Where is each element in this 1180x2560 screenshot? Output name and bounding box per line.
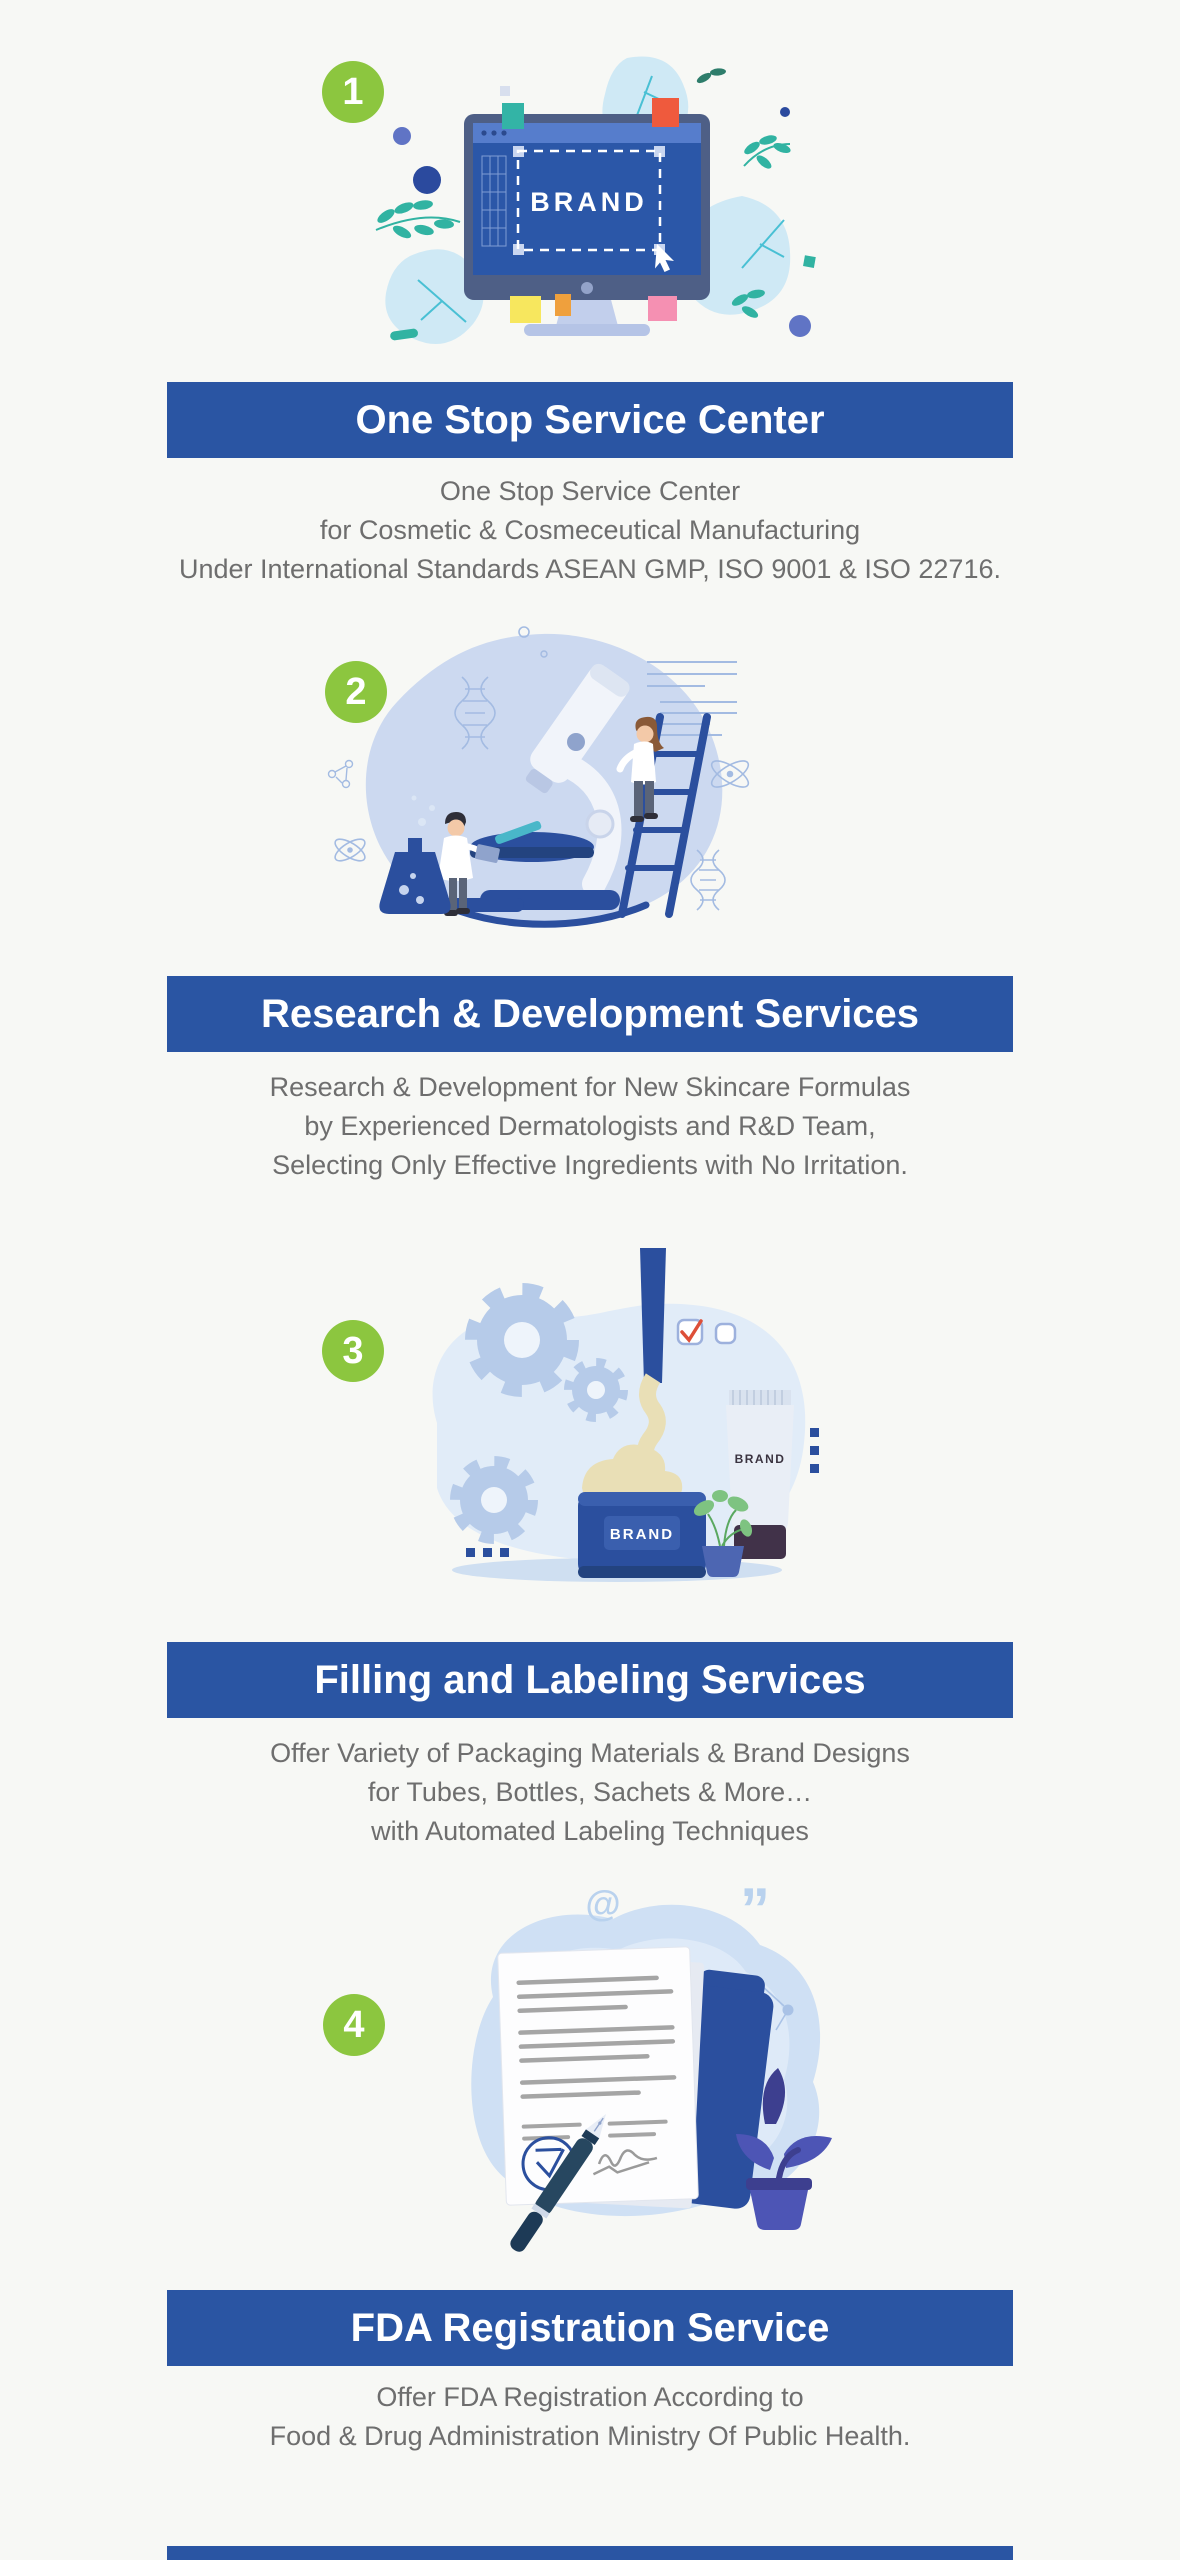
cream-jar-icon: BRAND [578, 1492, 706, 1578]
microscope-research-illustration [327, 626, 750, 928]
section-2-title-banner: Research & Development Services [167, 976, 1013, 1052]
section-2-title: Research & Development Services [260, 991, 920, 1036]
gray-square [500, 86, 510, 96]
dna-helix-right-icon [690, 849, 726, 911]
description-line: Research & Development for New Skincare … [269, 1072, 911, 1102]
molecule-icon [327, 759, 354, 789]
step-3-badge: 3 [322, 1320, 384, 1382]
description-line: Offer FDA Registration According to [376, 2382, 804, 2412]
teal-leaves-right [743, 135, 791, 169]
violet-dot-right [789, 315, 811, 337]
notes-lines-icon [647, 661, 737, 736]
blob-veins [417, 75, 785, 323]
bubble-dot [518, 626, 530, 638]
atom-right-icon [710, 760, 750, 788]
checkbox-checked-icon [676, 1318, 704, 1346]
jar-filling-illustration: BRAND BRAND [432, 1248, 819, 1582]
description-line: Under International Standards ASEAN GMP,… [179, 554, 1001, 584]
signature-icon [592, 2149, 658, 2176]
cream-mound [582, 1444, 683, 1496]
fda-document-illustration: @ ” [471, 1876, 832, 2252]
atom-left-icon [334, 838, 366, 862]
at-symbol-icon: @ [585, 1883, 620, 1924]
gear-icon-small [564, 1358, 628, 1422]
green-leaf-top-right [696, 68, 726, 84]
description-line: One Stop Service Center [439, 476, 741, 506]
monitor-icon: BRAND [464, 114, 710, 300]
section-4-description: Offer FDA Registration According to Food… [0, 2378, 1180, 2456]
brand-label-screen: BRAND [530, 187, 648, 217]
monitor-stand-base [524, 324, 650, 336]
description-line: Offer Variety of Packaging Materials & B… [270, 1738, 910, 1768]
step-2-number: 2 [345, 670, 367, 713]
fountain-pen-icon [510, 2114, 606, 2252]
description-line: Selecting Only Effective Ingredients wit… [272, 1150, 908, 1180]
brand-label-jar: BRAND [610, 1526, 674, 1543]
plant-icon [693, 1490, 753, 1577]
document-icon [497, 1946, 699, 2206]
gear-icon-large [465, 1283, 579, 1397]
microscope-icon [442, 663, 630, 912]
bubble-dot [540, 650, 548, 658]
swatch-yellow [510, 296, 541, 323]
swatch-small-orange [555, 294, 571, 316]
section-3-title-banner: Filling and Labeling Services [167, 1642, 1013, 1718]
potted-plant-icon [736, 2068, 832, 2230]
cosmetic-tube-icon: BRAND [726, 1390, 794, 1559]
checkbox-empty-icon [714, 1322, 737, 1345]
description-line: for Tubes, Bottles, Sachets & More… [367, 1777, 813, 1807]
description-line: for Cosmetic & Cosmeceutical Manufacturi… [319, 515, 861, 545]
section-1-title-banner: One Stop Service Center [167, 382, 1013, 458]
flask-icon [379, 795, 451, 914]
scientist-on-ladder [616, 716, 664, 822]
filling-nozzle [640, 1248, 666, 1383]
section-2-description: Research & Development for New Skincare … [0, 1068, 1180, 1185]
teal-leaves-left [375, 200, 461, 239]
section-1-description: One Stop Service Center for Cosmetic & C… [0, 472, 1180, 589]
navy-squares-left [466, 1548, 509, 1557]
teal-leaves-bottom-right [731, 289, 765, 318]
step-2-badge: 2 [325, 661, 387, 723]
quote-marks-icon: ” [740, 1876, 770, 1943]
scientist-standing [438, 812, 500, 916]
teal-dash [390, 328, 418, 341]
step-4-number: 4 [343, 2003, 365, 2046]
description-line: with Automated Labeling Techniques [371, 1816, 809, 1846]
monitor-stand-neck [556, 296, 618, 326]
brand-monitor-illustration: BRAND [375, 56, 816, 344]
description-line: by Experienced Dermatologists and R&D Te… [304, 1111, 876, 1141]
selection-marquee [516, 149, 662, 252]
step-3-number: 3 [342, 1329, 364, 1372]
dna-helix-left-icon [454, 676, 496, 750]
swatch-pink [648, 296, 677, 321]
description-line: Food & Drug Administration Ministry Of P… [269, 2421, 911, 2451]
swatch-teal [502, 103, 524, 129]
step-1-number: 1 [342, 70, 364, 113]
cursor-icon [655, 244, 674, 272]
gear-icon-bottom [450, 1456, 538, 1544]
brand-label-tube: BRAND [735, 1452, 786, 1466]
blob-left [385, 249, 484, 344]
swatch-orange [652, 98, 679, 127]
step-1-badge: 1 [322, 61, 384, 123]
navy-dot [413, 166, 441, 194]
step-4-badge: 4 [323, 1994, 385, 2056]
section-1-title: One Stop Service Center [355, 397, 825, 442]
next-section-banner-partial [167, 2546, 1013, 2560]
small-navy-dot [780, 107, 790, 117]
section-4-title-banner: FDA Registration Service [167, 2290, 1013, 2366]
teal-square [803, 255, 816, 268]
navy-squares-right [810, 1428, 819, 1473]
section-3-description: Offer Variety of Packaging Materials & B… [0, 1734, 1180, 1851]
violet-dot [393, 127, 411, 145]
section-3-title: Filling and Labeling Services [314, 1657, 866, 1702]
section-4-title: FDA Registration Service [350, 2305, 830, 2350]
design-grid [481, 155, 507, 247]
